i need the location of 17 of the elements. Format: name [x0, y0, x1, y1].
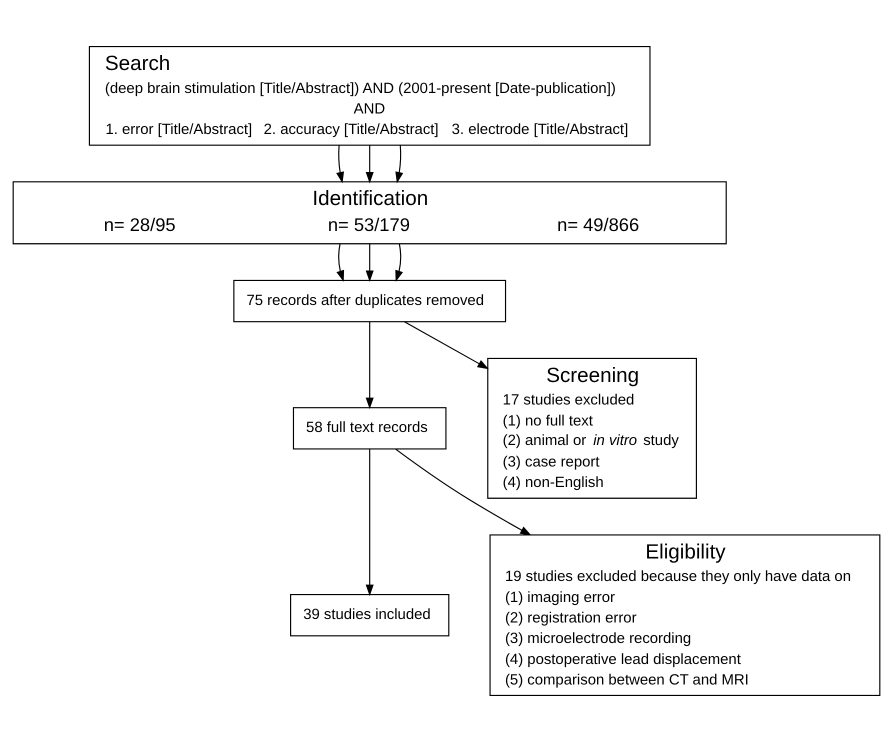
node-box: Identification n= 28/95 n= 53/179 n= 49/866 — [12, 181, 727, 244]
arrow — [336, 145, 344, 184]
arrow — [395, 448, 532, 536]
arrow — [366, 145, 374, 184]
arrow — [336, 244, 344, 282]
node-box: Search (deep brain stimulation [Title/Abstract]) AND (2001-present [Date-publication]) AND 1. error [Title/Abstract] 2. accuracy [Title/Abstract] 3. electrode [Title/Abstract] — [88, 46, 651, 146]
arrow — [366, 244, 374, 282]
node-box: 39 studies included — [290, 594, 450, 636]
arrow — [395, 244, 403, 282]
node-box: Eligibility 19 studies excluded because they only have data on (1) imaging error (2) registration error (3) microelectrode recording (4) postoperative lead displacement (5) comparison between CT and MRI — [489, 534, 880, 696]
arrow — [366, 449, 374, 596]
node-box: 75 records after duplicates removed — [233, 280, 506, 322]
arrow — [366, 322, 374, 410]
arrow — [395, 145, 404, 184]
node-box: 58 full text records — [292, 407, 446, 450]
arrow — [404, 321, 489, 370]
node-box: Screening 17 studies excluded (1) no full text (2) animal or in vitro study (3) case report (4) non-English — [487, 358, 697, 499]
